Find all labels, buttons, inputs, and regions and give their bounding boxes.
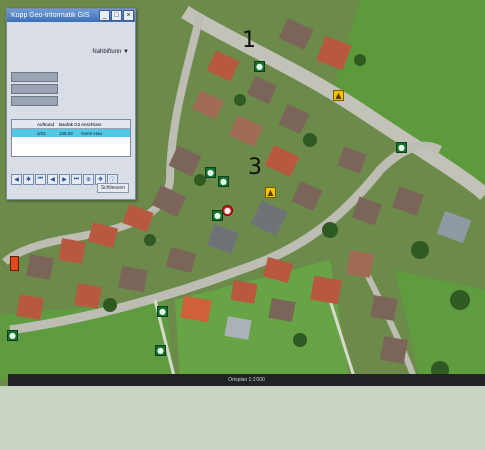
house xyxy=(310,275,342,305)
map-status-label: Ortsplan 1:1'000 xyxy=(228,377,265,383)
status-dropdown[interactable]: Nahbiftunn ▼ xyxy=(92,49,129,55)
window-title: Kopp Geo-Informatik GIS xyxy=(11,12,90,19)
tree xyxy=(103,298,117,312)
tree xyxy=(354,54,366,66)
house xyxy=(264,145,300,177)
tree xyxy=(322,222,338,238)
close-button[interactable]: Schliessen xyxy=(96,183,129,193)
map-pin-orange[interactable] xyxy=(10,256,19,271)
house xyxy=(122,204,154,232)
house xyxy=(151,185,187,217)
house xyxy=(291,180,323,212)
house xyxy=(26,254,54,280)
house xyxy=(191,90,225,120)
zoom-icon[interactable]: ⊕ xyxy=(83,174,94,185)
window-body: Nahbiftunn ▼ Auftrund Baufak G20 Anschlu… xyxy=(7,22,135,199)
house xyxy=(250,200,288,236)
next-icon[interactable]: ▶ xyxy=(59,174,70,185)
house xyxy=(16,294,44,320)
house xyxy=(118,265,148,293)
house xyxy=(246,75,278,105)
map-pin-green[interactable]: ● xyxy=(205,167,216,178)
column-header[interactable]: Baufak G20 xyxy=(59,121,80,127)
house xyxy=(206,50,240,82)
house xyxy=(380,336,408,364)
house xyxy=(168,145,202,177)
house xyxy=(268,298,296,322)
house xyxy=(74,283,102,309)
map-pin-green[interactable]: ● xyxy=(254,61,265,72)
marker-label-3: 3 xyxy=(248,155,262,180)
field-right xyxy=(330,0,485,200)
map-pin-green[interactable]: ● xyxy=(155,345,166,356)
map-pin-red[interactable]: ● xyxy=(222,205,233,216)
houses xyxy=(16,18,472,364)
column-header[interactable]: Anschluss xyxy=(81,121,102,127)
tree xyxy=(303,133,317,147)
house xyxy=(224,316,252,340)
footpath-2 xyxy=(328,299,357,381)
house xyxy=(58,238,86,264)
arrow-left-icon[interactable]: ◀ xyxy=(11,174,22,185)
tree xyxy=(450,290,470,310)
map-pin-green[interactable]: ● xyxy=(212,210,223,221)
tree xyxy=(411,241,429,259)
map-pin-green[interactable]: ● xyxy=(7,330,18,341)
search-field[interactable] xyxy=(11,72,58,82)
last-icon[interactable]: ⏭ xyxy=(71,174,82,185)
house xyxy=(278,103,310,135)
house xyxy=(337,146,367,174)
window-titlebar[interactable]: Kopp Geo-Informatik GIS _ □ × xyxy=(7,9,135,22)
house xyxy=(228,115,264,147)
window-close-button[interactable]: × xyxy=(123,10,134,21)
house xyxy=(165,246,197,274)
house xyxy=(207,224,239,254)
house xyxy=(262,256,294,284)
refresh-icon[interactable]: ✱ xyxy=(23,174,34,185)
map-pin-green[interactable]: ● xyxy=(218,176,229,187)
house xyxy=(278,18,314,50)
minimize-button[interactable]: _ xyxy=(99,10,110,21)
gis-app-window[interactable]: Kopp Geo-Informatik GIS _ □ × Nahbiftunn… xyxy=(6,8,136,200)
house xyxy=(436,210,472,244)
table-header: Auftrund Baufak G20 Anschluss xyxy=(12,120,130,129)
marker-label-1: 1 xyxy=(242,28,256,53)
tree xyxy=(293,333,307,347)
map-status-bar: Ortsplan 1:1'000 xyxy=(8,374,485,386)
column-header[interactable]: Auftrund xyxy=(37,121,55,127)
navigation-toolbar: ◀ ✱ ⏮ ◀ ▶ ⏭ ⊕ ✥ ⓘ xyxy=(11,174,118,186)
map-pin-green[interactable]: ● xyxy=(396,142,407,153)
prev-icon[interactable]: ◀ xyxy=(47,174,58,185)
map-pin-yellow[interactable]: ▲ xyxy=(333,90,344,101)
house xyxy=(346,250,374,278)
house xyxy=(351,196,383,226)
tree xyxy=(144,234,156,246)
tree xyxy=(194,174,206,186)
house xyxy=(230,280,258,304)
house xyxy=(392,186,424,216)
tree xyxy=(234,94,246,106)
main-road xyxy=(181,6,485,201)
table-row-selected[interactable]: 3/22 158.03 Gerrn Haut xyxy=(12,129,130,137)
house xyxy=(370,295,398,321)
cross-road xyxy=(9,141,443,335)
table-cell: 158.03 xyxy=(59,130,73,136)
maximize-button[interactable]: □ xyxy=(111,10,122,21)
faded-map-overlay xyxy=(0,386,485,450)
house xyxy=(316,35,352,71)
first-icon[interactable]: ⏮ xyxy=(35,174,46,185)
house xyxy=(180,295,212,323)
map-pin-green[interactable]: ● xyxy=(157,306,168,317)
field-left xyxy=(0,300,175,380)
option-field[interactable] xyxy=(11,96,58,106)
map-pin-yellow[interactable]: ▲ xyxy=(265,187,276,198)
house xyxy=(87,221,119,249)
field-center-bottom xyxy=(175,260,350,380)
table-cell: Gerrn Haut xyxy=(81,130,102,136)
filter-field[interactable] xyxy=(11,84,58,94)
table-cell: 3/22 xyxy=(37,130,46,136)
results-table[interactable]: Auftrund Baufak G20 Anschluss 3/22 158.0… xyxy=(11,119,131,157)
